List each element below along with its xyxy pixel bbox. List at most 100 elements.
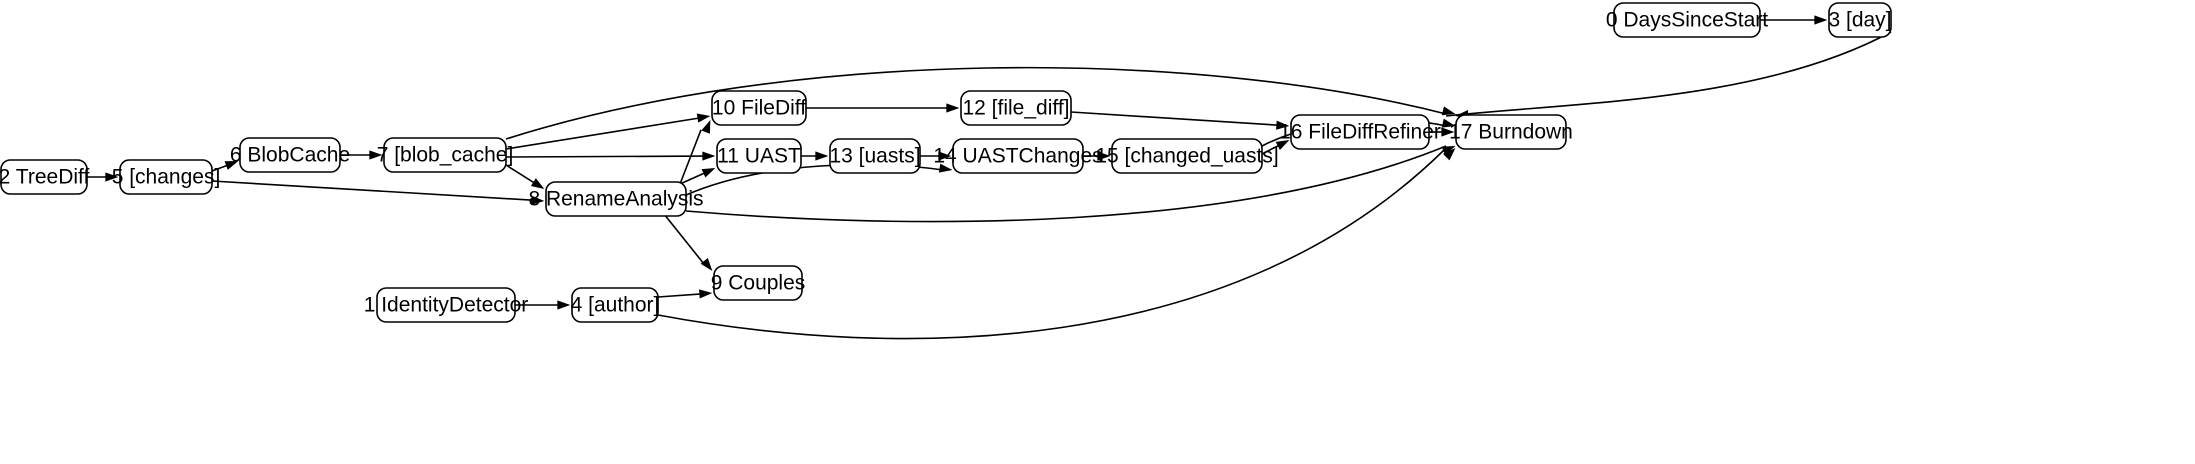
node-shape [716,138,802,174]
arrowhead-icon [1276,120,1290,130]
node-5-changes[interactable]: 5 [changes] [112,159,221,195]
edge-2-treediff-to-5-changes [87,172,119,182]
edge-10-filediff-to-12-file-diff [806,103,960,113]
node-10-filediff[interactable]: 10 FileDiff [711,90,807,126]
node-shape [952,138,1084,174]
node-label: 10 FileDiff [712,97,806,120]
edge-5-changes-to-8-renameanalysis [211,180,545,205]
arrowhead-icon [701,168,716,178]
edge-path [657,292,704,298]
edge-0-dayssincestart-to-3-day [1760,15,1828,25]
edge-path [211,180,536,202]
node-label: 3 [day] [1828,9,1891,32]
node-0-dayssincestart[interactable]: 0 DaysSinceStart [1606,2,1768,38]
node-shape [829,138,921,174]
node-13-uasts[interactable]: 13 [uasts] [829,138,921,174]
node-9-couples[interactable]: 9 Couples [711,265,806,301]
node-shape [713,265,803,301]
node-16-filediffrefiner[interactable]: 16 FileDiffRefiner [1279,114,1441,150]
node-label: 9 Couples [711,272,806,295]
edge-8-renameanalysis-to-9-couples [663,213,713,271]
edge-path [1261,144,1281,155]
node-label: 4 [author] [571,294,660,317]
arrowhead-icon [105,172,119,182]
node-label: 0 DaysSinceStart [1606,9,1768,32]
node-shape [1455,114,1567,150]
edge-4-author-to-17-burndown [657,147,1456,340]
node-shape [960,90,1072,126]
node-label: 17 Burndown [1449,121,1573,144]
edge-path [1070,111,1281,127]
arrowhead-icon [1441,118,1456,128]
arrowhead-icon [946,103,960,113]
node-layer: 0 DaysSinceStart 3 [day] 2 TreeDiff 5 [chan… [0,2,1892,323]
node-shape [383,137,507,173]
node-15-changed-uasts[interactable]: 15 [changed_uasts] [1095,138,1279,174]
node-label: 15 [changed_uasts] [1095,145,1278,168]
edge-path [505,116,702,150]
node-shape [1828,2,1892,38]
node-label: 6 BlobCache [230,144,350,167]
edge-path [663,213,704,264]
edge-13-uasts-to-14-uastchanges [920,151,952,161]
node-label: 12 [file_diff] [962,97,1069,120]
node-shape [376,287,516,323]
arrowhead-icon [699,289,713,299]
node-shape [239,137,341,173]
node-17-burndown[interactable]: 17 Burndown [1449,114,1573,150]
edge-path [505,66,1447,140]
arrowhead-icon [700,257,713,271]
node-label: 5 [changes] [112,166,221,189]
node-label: 1 IdentityDetector [364,294,529,317]
edge-path [657,147,1447,340]
arrowhead-icon [557,300,571,310]
edge-path [505,164,536,185]
node-shape [1613,2,1761,38]
node-7-blob-cache[interactable]: 7 [blob_cache] [377,137,514,173]
node-14-uastchanges[interactable]: 14 UASTChanges [933,138,1103,174]
node-shape [545,181,687,217]
arrowhead-icon [530,178,545,189]
node-label: 16 FileDiffRefiner [1279,121,1441,144]
edge-14-uastchanges-to-15-changed-uasts [1083,151,1111,161]
node-11-uast[interactable]: 11 UAST [716,138,802,174]
edge-8-renameanalysis-to-10-filediff [679,120,711,185]
node-3-day[interactable]: 3 [day] [1828,2,1892,38]
edge-15-changed-uasts-to-16-filediffrefiner [1261,140,1290,155]
arrowhead-icon [702,151,716,161]
node-shape [0,159,88,195]
node-4-author[interactable]: 4 [author] [571,287,660,323]
edge-1-identitydetector-to-4-author [515,300,571,310]
edge-3-day-to-17-burndown [1446,31,1892,120]
arrowhead-icon [1097,151,1111,161]
edge-7-blob-cache-to-10-filediff [505,113,711,150]
edge-path [679,171,707,185]
edge-6-blobcache-to-7-blob-cache [340,150,383,160]
edge-12-file-diff-to-16-filediffrefiner [1070,111,1290,130]
arrowhead-icon [938,163,953,173]
edge-8-renameanalysis-to-11-uast [679,168,716,185]
edge-7-blob-cache-to-11-uast [505,151,716,161]
edge-4-author-to-9-couples [657,289,713,299]
node-shape [119,159,213,195]
node-shape [571,287,659,323]
arrowhead-icon [696,113,711,123]
node-2-treediff[interactable]: 2 TreeDiff [0,159,89,195]
node-12-file-diff[interactable]: 12 [file_diff] [960,90,1072,126]
arrowhead-icon [1275,140,1290,151]
node-label: 8 RenameAnalysis [528,188,703,211]
node-label: 11 UAST [717,145,801,168]
edge-16-filediffrefiner-to-17-burndown [1429,127,1455,137]
arrowhead-icon [531,195,545,205]
edge-path [1446,31,1892,117]
node-8-renameanalysis[interactable]: 8 RenameAnalysis [528,181,704,217]
node-1-identitydetector[interactable]: 1 IdentityDetector [364,287,529,323]
node-label: 14 UASTChanges [933,145,1102,168]
edge-7-blob-cache-to-17-burndown [505,66,1456,140]
arrowhead-icon [701,120,711,134]
edge-path [505,155,707,158]
edge-layer [87,15,1892,340]
node-6-blobcache[interactable]: 6 BlobCache [230,137,350,173]
arrowhead-icon [1814,15,1828,25]
